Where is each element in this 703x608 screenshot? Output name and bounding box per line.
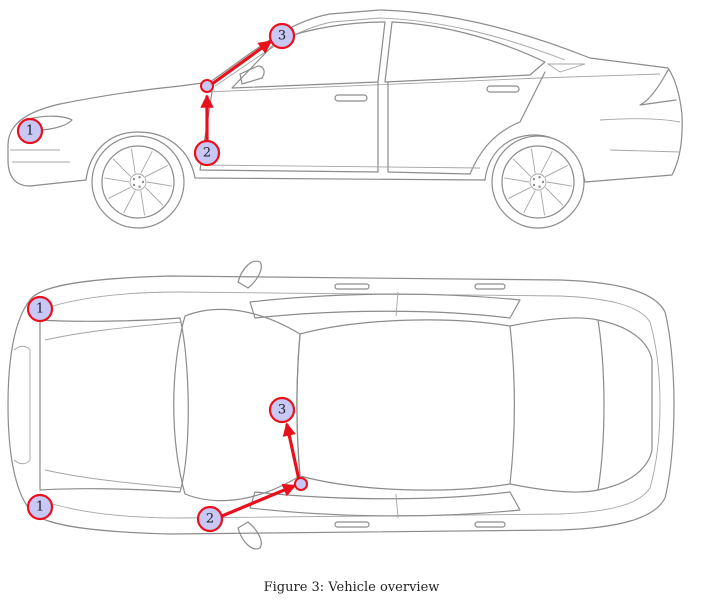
top-marker-2: 2 <box>196 505 224 533</box>
wheel-spoke <box>504 177 530 183</box>
wheel-spoke <box>508 186 531 199</box>
car-side-quarter-window <box>546 63 586 73</box>
top-marker-1b: 1 <box>26 493 54 521</box>
side-marker-2: 2 <box>193 139 221 167</box>
wheel-spoke <box>140 190 146 216</box>
car-side-front-wheel <box>91 135 185 229</box>
wheel-lug-nut <box>532 183 536 187</box>
car-side-view <box>7 9 683 229</box>
car-side-rear-door <box>387 71 546 175</box>
top-pillar-point <box>294 477 308 491</box>
side-marker-3: 3 <box>268 22 296 50</box>
wheel-spoke <box>144 186 164 206</box>
wheel-lug-nut <box>138 185 141 188</box>
car-top-handle-lower-rear <box>474 521 506 528</box>
wheel-spoke <box>104 177 130 183</box>
car-side-front-door-handle <box>334 94 368 102</box>
car-top-handle-upper-front <box>334 283 370 290</box>
top-arrow-pillar-to-3 <box>282 422 301 482</box>
car-side-rocker-line <box>199 164 481 169</box>
car-top-mirror-upper <box>237 260 262 289</box>
car-top-lower-side-windows <box>249 491 521 517</box>
car-top-view <box>7 260 675 550</box>
car-side-rear-bumper <box>599 118 681 153</box>
figure-caption: Figure 3: Vehicle overview <box>263 580 440 595</box>
top-marker-3: 3 <box>268 396 296 424</box>
car-side-rear-wheel <box>491 135 585 229</box>
car-top-trunk <box>597 319 653 491</box>
wheel-lug-nut <box>141 180 145 184</box>
wheel-spoke <box>545 165 568 178</box>
wheel-lug-nut <box>538 176 541 179</box>
wheel-lug-nut <box>541 180 545 184</box>
wheel-spoke <box>130 148 136 174</box>
wheel-lug-nut <box>138 176 141 179</box>
car-top-hood <box>39 317 189 493</box>
car-top-handle-lower-front <box>334 521 370 528</box>
car-top-inner-contour <box>39 291 661 519</box>
top-arrow-2-to-pillar <box>220 483 297 518</box>
wheel-spoke <box>146 181 172 187</box>
svg-text:3: 3 <box>278 403 286 418</box>
svg-text:1: 1 <box>36 500 44 515</box>
wheel-spoke <box>123 190 136 214</box>
car-side-front-bumper <box>10 149 70 163</box>
wheel-spoke <box>540 190 546 216</box>
car-side-rear-door-handle <box>486 85 520 93</box>
car-top-hood-creases <box>44 321 183 489</box>
wheel-lug-nut <box>532 177 536 181</box>
car-side-mirror <box>239 65 265 85</box>
wheel-lug-nut <box>132 177 136 181</box>
wheel-spoke <box>530 148 536 174</box>
wheel-spoke <box>546 181 572 187</box>
svg-text:3: 3 <box>278 29 286 44</box>
car-top-front-bumper <box>13 345 31 465</box>
svg-text:2: 2 <box>206 512 214 527</box>
wheel-spoke <box>112 158 132 178</box>
wheel-spoke <box>140 150 153 174</box>
svg-text:1: 1 <box>36 302 44 317</box>
car-top-body-outline <box>7 275 675 535</box>
svg-text:1: 1 <box>26 124 34 139</box>
car-side-body-outline <box>7 9 683 187</box>
side-door-point <box>200 79 214 93</box>
car-top-roof <box>296 319 516 491</box>
top-marker-1a: 1 <box>26 295 54 323</box>
side-marker-1: 1 <box>16 117 44 145</box>
wheel-spoke <box>540 150 553 174</box>
car-side-belt-line <box>204 73 661 93</box>
wheel-spoke <box>512 158 532 178</box>
svg-text:2: 2 <box>203 146 211 161</box>
wheel-spoke <box>108 186 131 199</box>
wheel-lug-nut <box>538 185 541 188</box>
wheel-lug-nut <box>132 183 136 187</box>
car-side-front-window <box>231 21 386 89</box>
car-top-upper-door-split <box>395 291 399 317</box>
wheel-spoke <box>544 186 564 206</box>
car-top-rear-window <box>509 317 605 493</box>
car-side-roof-line <box>214 17 566 87</box>
car-side-rear-window <box>384 21 546 83</box>
wheel-spoke <box>145 165 168 178</box>
side-arrow-door-to-3 <box>210 40 273 86</box>
wheel-spoke <box>523 190 536 214</box>
car-top-handle-upper-rear <box>474 283 506 290</box>
car-top-mirror-lower <box>237 521 262 550</box>
car-top-lower-door-split <box>395 493 399 519</box>
car-top-upper-side-windows <box>249 293 521 319</box>
car-side-tail-light <box>639 69 677 106</box>
